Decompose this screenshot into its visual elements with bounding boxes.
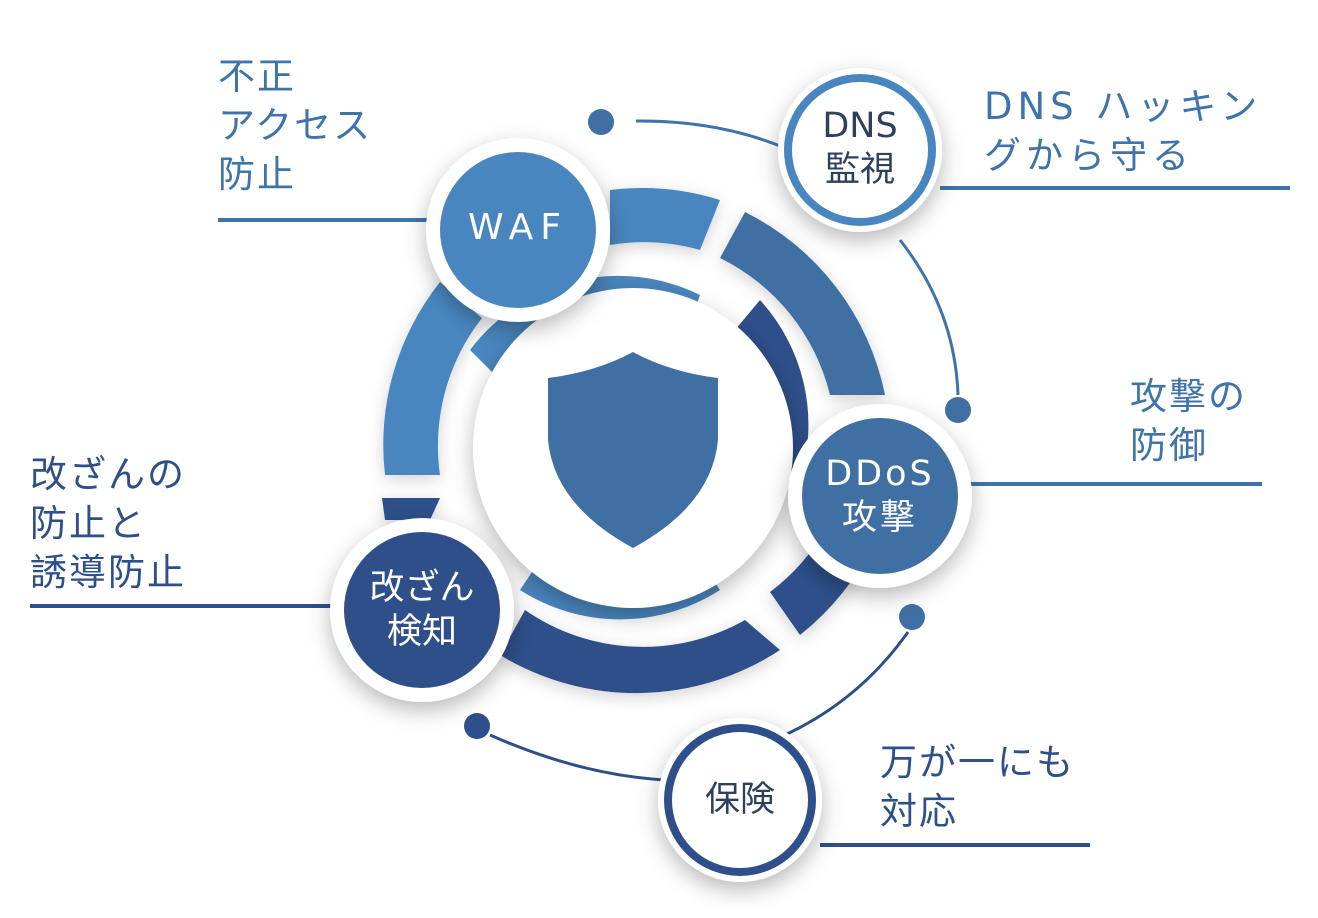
insurance-description: 万が一にも 対応 — [880, 738, 1075, 836]
ring-segment-left — [383, 282, 482, 475]
waf-description-line1: 不正 — [218, 55, 296, 98]
ring-segment-lower-left — [382, 498, 440, 520]
orbit-dot-right — [945, 397, 971, 423]
orbit-arcs — [464, 109, 971, 782]
waf-description-line3: 防止 — [218, 153, 296, 196]
dns-description: DNS ハッキン グから守る — [984, 82, 1262, 180]
waf-description-line2: アクセス — [218, 104, 373, 147]
node-waf-label: WAF — [438, 206, 598, 250]
node-tamper-line1: 改ざん — [369, 568, 475, 608]
node-dns-line2: 監視 — [824, 150, 895, 190]
node-waf — [426, 138, 610, 322]
callout-lines — [30, 186, 1290, 847]
node-ddos — [788, 404, 972, 588]
orbit-dot-top — [588, 109, 614, 135]
orbit-arc-bottom — [489, 733, 666, 782]
shield-icon — [548, 352, 718, 548]
node-dns — [778, 68, 942, 232]
node-waf-text: WAF — [468, 207, 568, 248]
orbit-dot-lower-right — [899, 604, 925, 630]
node-insurance — [658, 718, 822, 882]
tamper-description-line1: 改ざんの — [30, 453, 186, 496]
node-tamper — [330, 518, 514, 702]
node-ddos-label: DDoS 攻撃 — [800, 452, 960, 540]
ring-segment-right — [720, 212, 885, 395]
waf-description: 不正 アクセス 防止 — [218, 52, 372, 199]
dns-description-line1: DNS ハッキン — [984, 85, 1263, 128]
tamper-description-line2: 防止と — [30, 502, 147, 545]
node-ddos-line2: 攻撃 — [841, 498, 918, 538]
node-tamper-label: 改ざん 検知 — [342, 566, 502, 654]
node-tamper-line2: 検知 — [386, 612, 457, 652]
orbit-dot-bottom — [464, 713, 490, 739]
node-insurance-label: 保険 — [670, 778, 810, 822]
outer-ring — [382, 188, 885, 694]
insurance-description-line2: 対応 — [880, 790, 958, 833]
node-dns-line1: DNS — [822, 106, 898, 146]
ring-segment-bottom — [500, 610, 780, 694]
ddos-description-line2: 防御 — [1130, 424, 1208, 467]
node-ddos-line1: DDoS — [825, 454, 935, 494]
tamper-description: 改ざんの 防止と 誘導防止 — [30, 450, 186, 597]
node-insurance-text: 保険 — [704, 780, 775, 820]
node-dns-label: DNS 監視 — [790, 104, 930, 192]
tamper-description-line3: 誘導防止 — [30, 551, 186, 594]
orbit-arc-right — [898, 239, 960, 396]
orbit-arc-top — [635, 119, 791, 152]
ddos-description: 攻撃の 防御 — [1130, 372, 1247, 470]
insurance-description-line1: 万が一にも — [880, 741, 1075, 784]
ddos-description-line1: 攻撃の — [1130, 375, 1247, 418]
orbit-arc-lower-right — [784, 631, 910, 737]
ring-segment-top — [610, 188, 720, 250]
dns-description-line2: グから守る — [984, 134, 1194, 177]
